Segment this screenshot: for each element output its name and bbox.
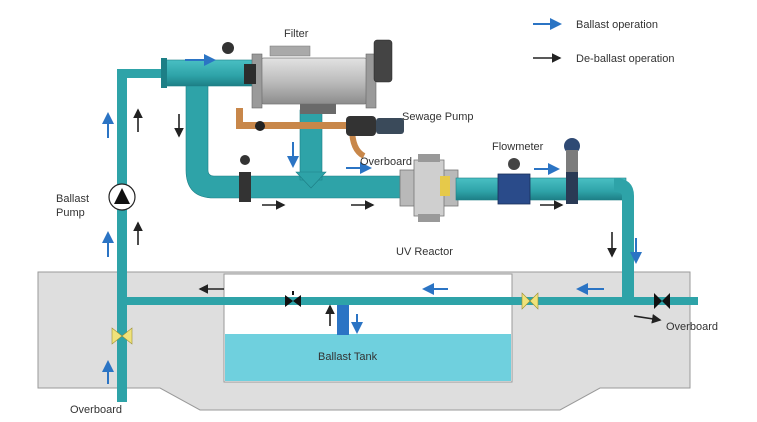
flowmeter — [497, 158, 531, 205]
valve-tank — [285, 291, 301, 307]
label-uv-reactor: UV Reactor — [396, 246, 453, 258]
label-ballast-pump-1: Ballast — [56, 193, 89, 205]
valve-yellow-left — [111, 327, 133, 345]
sewage-valve-icon — [255, 121, 265, 131]
label-ballast-tank: Ballast Tank — [318, 351, 378, 363]
valve-right-main — [564, 138, 580, 204]
legend-ballast-label: Ballast operation — [576, 19, 658, 31]
label-overboard-bottom: Overboard — [70, 404, 122, 416]
label-ballast-pump-2: Pump — [56, 207, 85, 219]
legend: Ballast operation De-ballast operation — [533, 18, 674, 65]
ballast-arrows — [102, 54, 642, 384]
deballast-arrows — [133, 108, 662, 326]
valve-overboard-right — [654, 293, 670, 309]
label-overboard-sewage: Overboard — [360, 156, 412, 168]
uv-reactor — [399, 154, 459, 222]
sewage-branch — [236, 108, 404, 159]
filter-unit — [222, 39, 393, 114]
filter-gauge-icon — [222, 42, 234, 54]
label-sewage-pump: Sewage Pump — [402, 111, 474, 123]
tank-water — [225, 334, 511, 381]
ballast-pump-icon — [108, 183, 136, 211]
sewage-pump-body — [346, 116, 376, 136]
valve-yellow-right — [521, 292, 539, 310]
label-filter: Filter — [284, 28, 309, 40]
filter-motor — [373, 39, 393, 83]
label-overboard-right: Overboard — [666, 321, 718, 333]
legend-deballast-label: De-ballast operation — [576, 53, 674, 65]
label-flowmeter: Flowmeter — [492, 141, 544, 153]
left-vertical-pipe — [117, 69, 167, 402]
valve-left-main — [239, 155, 251, 202]
ballast-tank — [223, 273, 513, 383]
